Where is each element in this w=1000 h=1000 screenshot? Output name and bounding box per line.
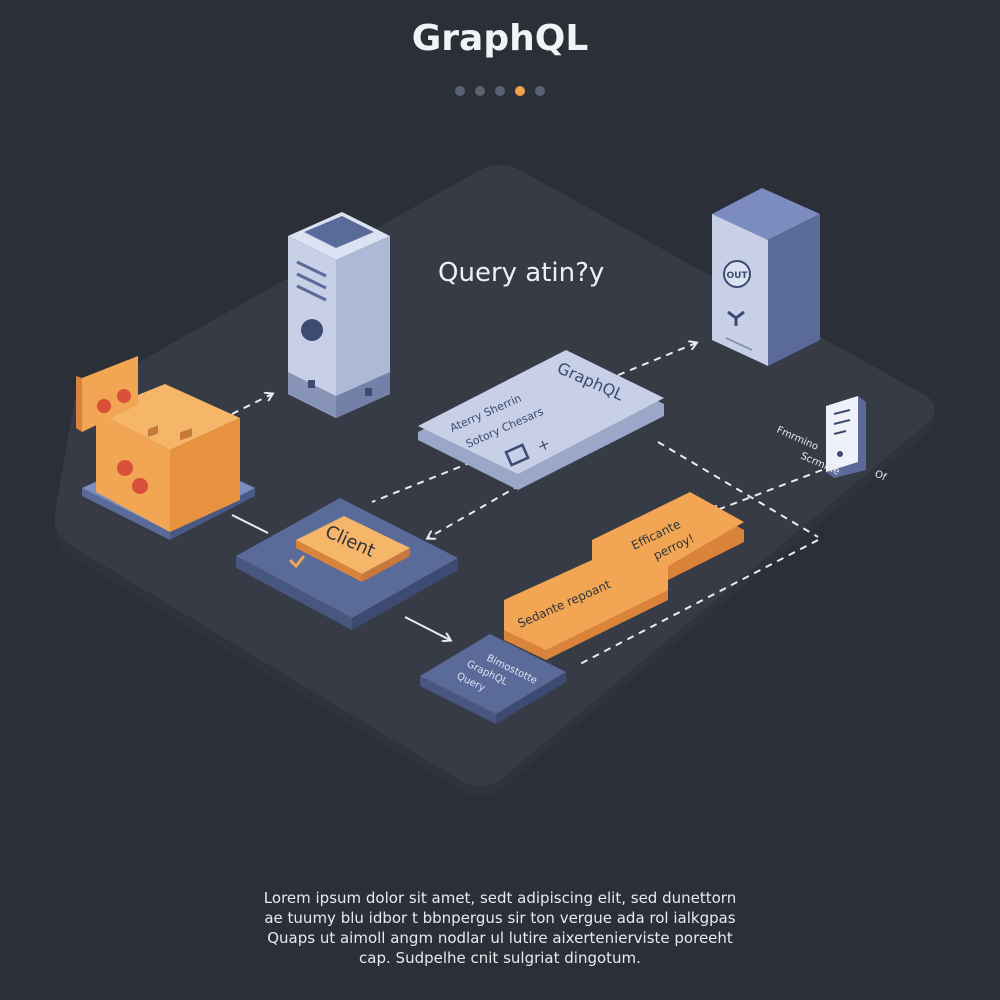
caption-line-3: Quaps ut aimoll angm nodlar ul lutire ai…: [267, 929, 733, 947]
query-block: Bimostotte GraphQL Query: [420, 634, 566, 724]
client-block: Client: [236, 498, 458, 630]
pager-dot-5[interactable]: [535, 86, 545, 96]
caption-line-2: ae tuumy blu idbor t bbnpergus sir ton v…: [264, 909, 736, 927]
data-cube: [76, 356, 255, 540]
arrow-doc-to-banner: [712, 469, 823, 512]
caption-line-1: Lorem ipsum dolor sit amet, sedt adipisc…: [263, 889, 737, 907]
page-title: GraphQL: [411, 18, 589, 59]
diagram-heading: Query atin?y: [438, 258, 604, 288]
pager-dot-2[interactable]: [475, 86, 485, 96]
server-right: OUT: [712, 188, 820, 366]
doc-label-3: Of: [873, 469, 888, 484]
pager-dot-1[interactable]: [455, 86, 465, 96]
dashed-card-to-client: [371, 461, 473, 503]
caption: Lorem ipsum dolor sit amet, sedt adipisc…: [200, 888, 800, 968]
pager-dots: [0, 86, 1000, 96]
arrow-client-to-query: [404, 616, 450, 640]
server-right-badge: OUT: [726, 271, 748, 281]
caption-line-4: cap. Sudpelhe cnit sulgriat dingotum.: [359, 949, 641, 967]
document-node: Fmrmino Scrmme Of: [775, 396, 888, 484]
connectors: [231, 343, 823, 665]
server-left: [288, 212, 390, 418]
line-cube-to-client: [231, 514, 269, 534]
pager-dot-3[interactable]: [495, 86, 505, 96]
arrow-card-down-to-client: [428, 484, 521, 538]
dashed-right-back: [579, 539, 819, 665]
dashed-right-down: [657, 441, 819, 538]
pager-dot-4[interactable]: [515, 86, 525, 96]
